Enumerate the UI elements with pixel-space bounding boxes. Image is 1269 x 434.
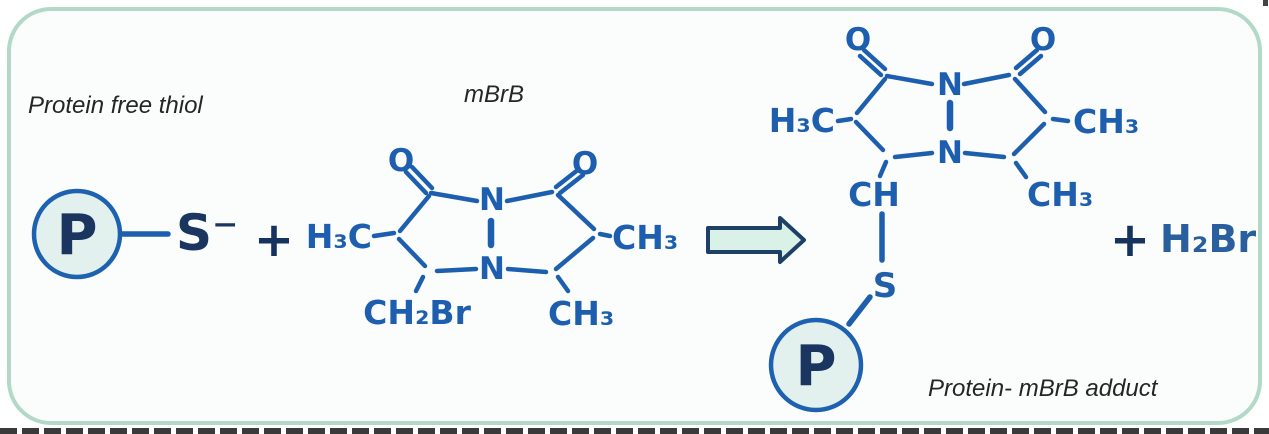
bond: [413, 274, 426, 294]
mbrb-ch3-bottom-label: CH₃: [548, 294, 614, 333]
bond: [1012, 76, 1048, 115]
reactant-thiol-label: Protein free thiol: [28, 92, 203, 119]
mbrb-n-bottom: N: [479, 251, 505, 287]
adduct-h3c-label: H₃C: [769, 101, 835, 140]
plus-sign-right: +: [1110, 212, 1150, 268]
adduct-o-left: O: [845, 22, 871, 58]
bond: [555, 274, 571, 294]
bond: [1013, 47, 1040, 71]
plus-sign-left: +: [254, 212, 294, 268]
bond: [857, 53, 884, 78]
adduct-n-bottom: N: [937, 135, 963, 171]
adduct-n-top: N: [937, 67, 963, 103]
bond: [371, 230, 397, 239]
adduct-o-right: O: [1030, 22, 1056, 58]
bond: [877, 159, 889, 179]
bond: [597, 231, 613, 239]
bond: [1011, 121, 1047, 157]
mbrb-h3c-label: H₃C: [306, 217, 372, 256]
bond: [1013, 160, 1029, 180]
protein-thiol-structure: P S⁻: [31, 188, 238, 280]
bond: [853, 119, 886, 153]
adduct-structure: O O N N H₃C CH₃ CH CH₃ S P: [768, 22, 1139, 413]
bond: [1050, 116, 1071, 124]
protein-p-label: P: [795, 334, 836, 399]
adduct-ch3-right-label: CH₃: [1073, 102, 1139, 141]
bond: [396, 236, 428, 269]
s-p-bond: [846, 294, 873, 327]
adduct-ch3-bottom-label: CH₃: [1027, 175, 1093, 214]
mbrb-o-left: O: [388, 143, 414, 179]
mbrb-ch2br-label: CH₂Br: [363, 293, 471, 332]
mbrb-n-top: N: [479, 182, 505, 218]
adduct-s-label: S: [873, 266, 898, 306]
bond: [962, 150, 1007, 160]
bond: [835, 116, 854, 124]
bond: [553, 166, 582, 190]
bond: [892, 150, 935, 160]
bond: [854, 76, 888, 116]
corner-artifact: [1263, 0, 1268, 6]
bond: [1017, 53, 1044, 77]
protein-circle: [768, 317, 864, 413]
bond: [555, 192, 597, 232]
bond: [505, 266, 549, 275]
bond: [403, 169, 429, 196]
bond: [434, 266, 479, 274]
bond: [409, 164, 435, 191]
mbrb-title-label: mBrB: [464, 81, 524, 108]
protein-p-label: P: [56, 203, 97, 268]
reaction-arrow: [706, 216, 806, 264]
bond: [504, 189, 555, 204]
bond: [428, 190, 480, 204]
mbrb-o-right: O: [572, 146, 598, 182]
bond: [553, 235, 596, 272]
adduct-caption-label: Protein- mBrB adduct: [928, 375, 1159, 402]
mbrb-structure: O O N N H₃C CH₃ CH₂Br CH₃: [306, 143, 679, 333]
adduct-ch-label: CH: [848, 175, 900, 214]
bond: [861, 47, 888, 72]
bond: [884, 73, 935, 87]
bond: [397, 193, 432, 234]
mbrb-ch3-right-label: CH₃: [612, 218, 678, 257]
bond: [557, 172, 586, 196]
thiolate-s-label: S⁻: [176, 204, 238, 262]
byproduct-h2br-label: H₂Br: [1160, 217, 1256, 261]
bond: [961, 72, 1012, 87]
